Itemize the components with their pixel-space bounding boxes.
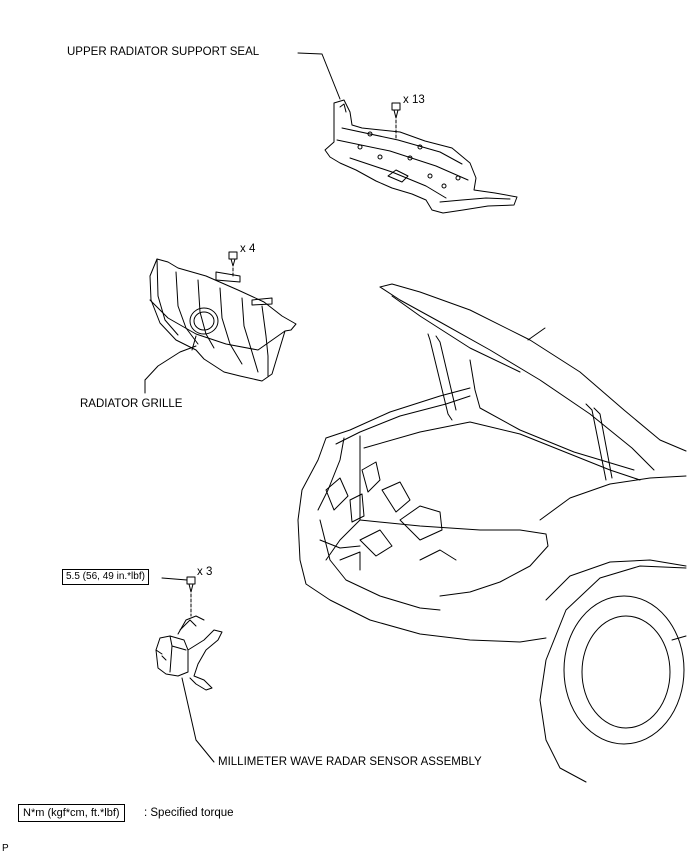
torque-units-legend-box: N*m (kgf*cm, ft.*lbf)	[18, 804, 125, 822]
radar-sensor-assembly-illustration	[155, 615, 223, 691]
radiator-grille-label: RADIATOR GRILLE	[80, 398, 183, 410]
upper-radiator-support-seal-illustration	[297, 52, 518, 214]
torque-legend-description: : Specified torque	[144, 807, 234, 819]
corner-mark: P	[2, 843, 9, 854]
upper-radiator-support-seal-label: UPPER RADIATOR SUPPORT SEAL	[67, 46, 260, 58]
radar-bolt-illustration	[161, 576, 196, 617]
seal-clip-quantity: x 13	[403, 94, 425, 106]
grille-clip-illustration	[228, 251, 238, 279]
radar-leader-line	[181, 677, 215, 763]
grille-clip-quantity: x 4	[240, 243, 256, 255]
radar-sensor-assembly-label: MILLIMETER WAVE RADAR SENSOR ASSEMBLY	[218, 756, 482, 768]
torque-value-box: 5.5 (56, 49 in.*lbf)	[62, 569, 149, 585]
vehicle-outline-illustration	[297, 283, 687, 783]
seal-clip-illustration	[391, 102, 401, 141]
radiator-grille-illustration	[144, 258, 297, 382]
radar-bolt-quantity: x 3	[197, 566, 213, 578]
